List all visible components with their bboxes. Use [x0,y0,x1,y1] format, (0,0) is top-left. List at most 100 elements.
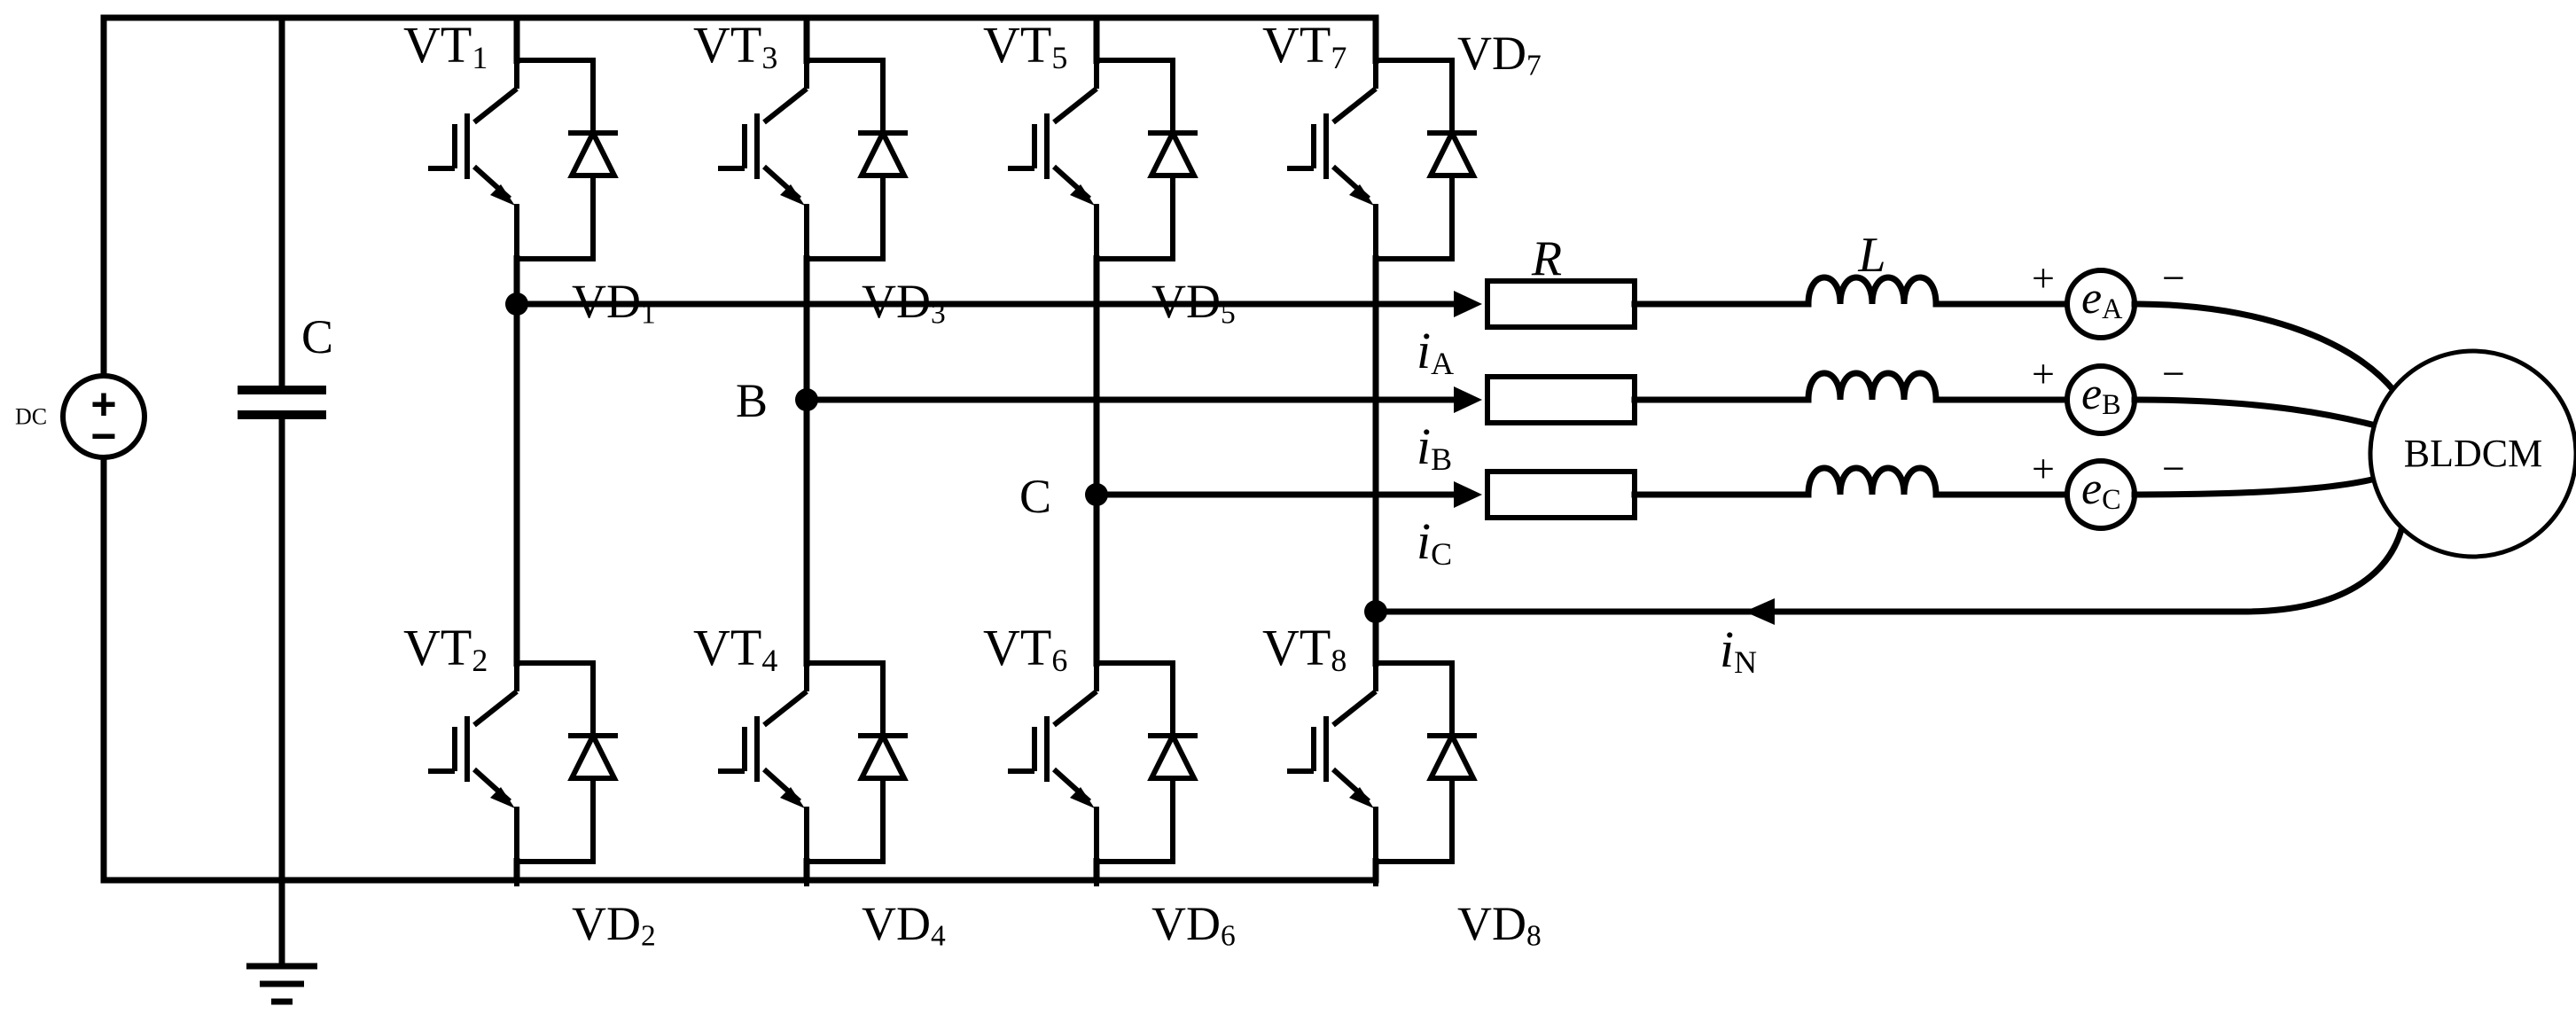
switch-label: VT8 [1262,619,1347,678]
wire-mask [803,64,810,255]
motor-label: BLDCM [2404,432,2542,475]
diode-label-main: VD [1151,897,1221,950]
node-a-dot [505,293,528,316]
current-label-c-sub: C [1431,536,1452,572]
phase-wiring: B C [505,291,2246,625]
inductor [1805,274,1940,308]
dc-bus [100,14,1379,884]
inductor-label: L [1857,228,1885,283]
bldc-motor: BLDCM [2131,300,2576,615]
emf-minus-sign: − [2162,446,2185,491]
wire-mask [1093,667,1100,858]
emf-plus-sign: + [2032,351,2055,396]
node-b-dot [795,388,818,411]
wire-mask [513,667,520,858]
current-label-a: iA [1417,322,1454,381]
switch-label: VT2 [403,619,488,678]
switch-label-main: VT [403,619,472,676]
switch-label-sub: 8 [1331,643,1347,678]
node-n-dot [1364,600,1387,623]
resistor [1485,278,1637,330]
inductor [1805,370,1940,403]
current-label-n-main: i [1720,620,1734,678]
emf-label: eB [2081,369,2121,420]
switch-label: VT5 [983,16,1067,75]
wire-mask [1372,64,1379,255]
capacitor-label: C [301,310,333,363]
switch-label-main: VT [1262,16,1331,74]
current-label-b: iB [1417,417,1452,477]
current-label-c: iC [1417,512,1452,572]
switch-label-sub: 4 [761,643,777,678]
dc-source: + − DC [15,373,147,461]
wire-mask [1093,64,1100,255]
current-label-b-main: i [1417,417,1431,475]
arrow-ib [1454,386,1482,413]
current-label-n-sub: N [1734,644,1757,680]
switch-label-main: VT [983,16,1051,74]
switch-label-main: VT [403,16,472,74]
current-label-b-sub: B [1431,441,1452,477]
emf-label: eA [2081,273,2123,324]
diode-label-sub: 4 [931,919,946,952]
switch-label-sub: 1 [472,40,488,75]
emf-minus-sign: − [2162,255,2185,300]
resistor [1485,374,1637,425]
branch-c: eC+−iC [1417,446,2185,572]
diode-label-main: VD [1457,897,1526,950]
wire-mask [513,64,520,255]
inductor [1805,464,1940,498]
switch-label-sub: 6 [1051,643,1067,678]
current-label-a-sub: A [1431,346,1454,381]
dc-plus-sign: + [90,379,116,429]
switch-label-sub: 2 [472,643,488,678]
diode-label: VD2 [572,897,656,952]
switch-label-main: VT [983,619,1051,676]
diode-label: VD7 [1457,27,1542,82]
emf-plus-sign: + [2032,255,2055,300]
switch-label-sub: 7 [1331,40,1347,75]
switch-label-main: VT [693,16,761,74]
resistor [1485,469,1637,520]
node-c-dot [1085,483,1108,506]
switch-label: VT1 [403,16,488,75]
diode-label-main: VD [572,897,641,950]
wire-mask [803,667,810,858]
emf-label-main: e [2081,464,2102,514]
arrow-in [1745,598,1775,625]
emf-label: eC [2081,464,2121,515]
switch-label-main: VT [1262,619,1331,676]
current-label-a-main: i [1417,322,1431,379]
dc-minus-sign: − [90,411,116,461]
node-b-label: B [736,374,768,427]
diode-label-sub: 2 [641,919,656,952]
emf-label-main: e [2081,273,2102,324]
diode-label-main: VD [1457,27,1526,80]
switch-label-sub: 3 [761,40,777,75]
emf-label-main: e [2081,369,2102,419]
emf-plus-sign: + [2032,446,2055,491]
wire-mask [1372,667,1379,858]
emf-label-sub: A [2102,293,2123,324]
node-c-label: C [1019,470,1051,523]
current-label-c-main: i [1417,512,1431,570]
diode-label: VD6 [1151,897,1236,952]
switch-label: VT3 [693,16,777,75]
diode-label-sub: 7 [1526,49,1542,82]
switch-label-main: VT [693,619,761,676]
branch-a: eA+−iA [1417,255,2185,381]
current-label-n: iN [1720,620,1757,680]
resistor-label: R [1531,231,1562,286]
diode-label-main: VD [862,897,931,950]
diode-label-sub: 8 [1526,919,1542,952]
